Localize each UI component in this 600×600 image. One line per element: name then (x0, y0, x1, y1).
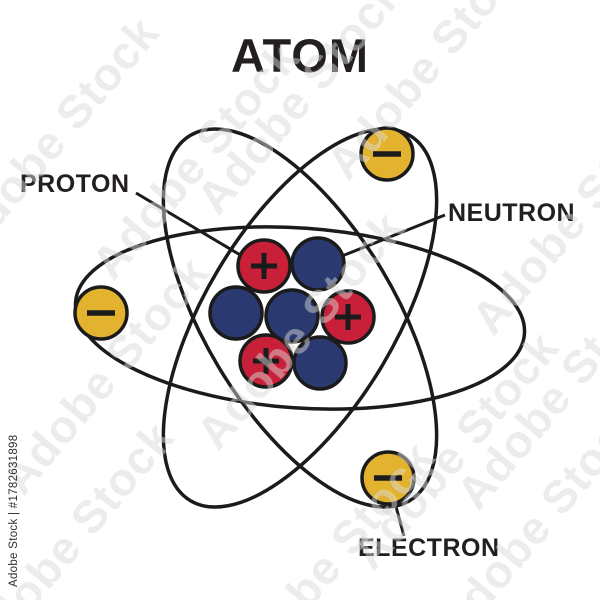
watermark-credit: Adobe Stock | #1782631898 (8, 434, 20, 587)
neutron-circle (290, 236, 346, 292)
electron-leader-line (393, 502, 406, 537)
proton-label: PROTON (20, 170, 130, 198)
neutron-leader-line (341, 213, 446, 258)
orbit-ellipse (161, 127, 439, 509)
neutron-circle (264, 288, 320, 344)
neutron-label: NEUTRON (448, 199, 576, 227)
electron-label: ELECTRON (358, 534, 500, 562)
diagram-title: ATOM (230, 29, 370, 82)
neutron-circle (292, 335, 348, 391)
orbit-ellipse (161, 127, 439, 509)
proton-leader-line (135, 191, 248, 261)
neutron-circle (208, 285, 264, 341)
